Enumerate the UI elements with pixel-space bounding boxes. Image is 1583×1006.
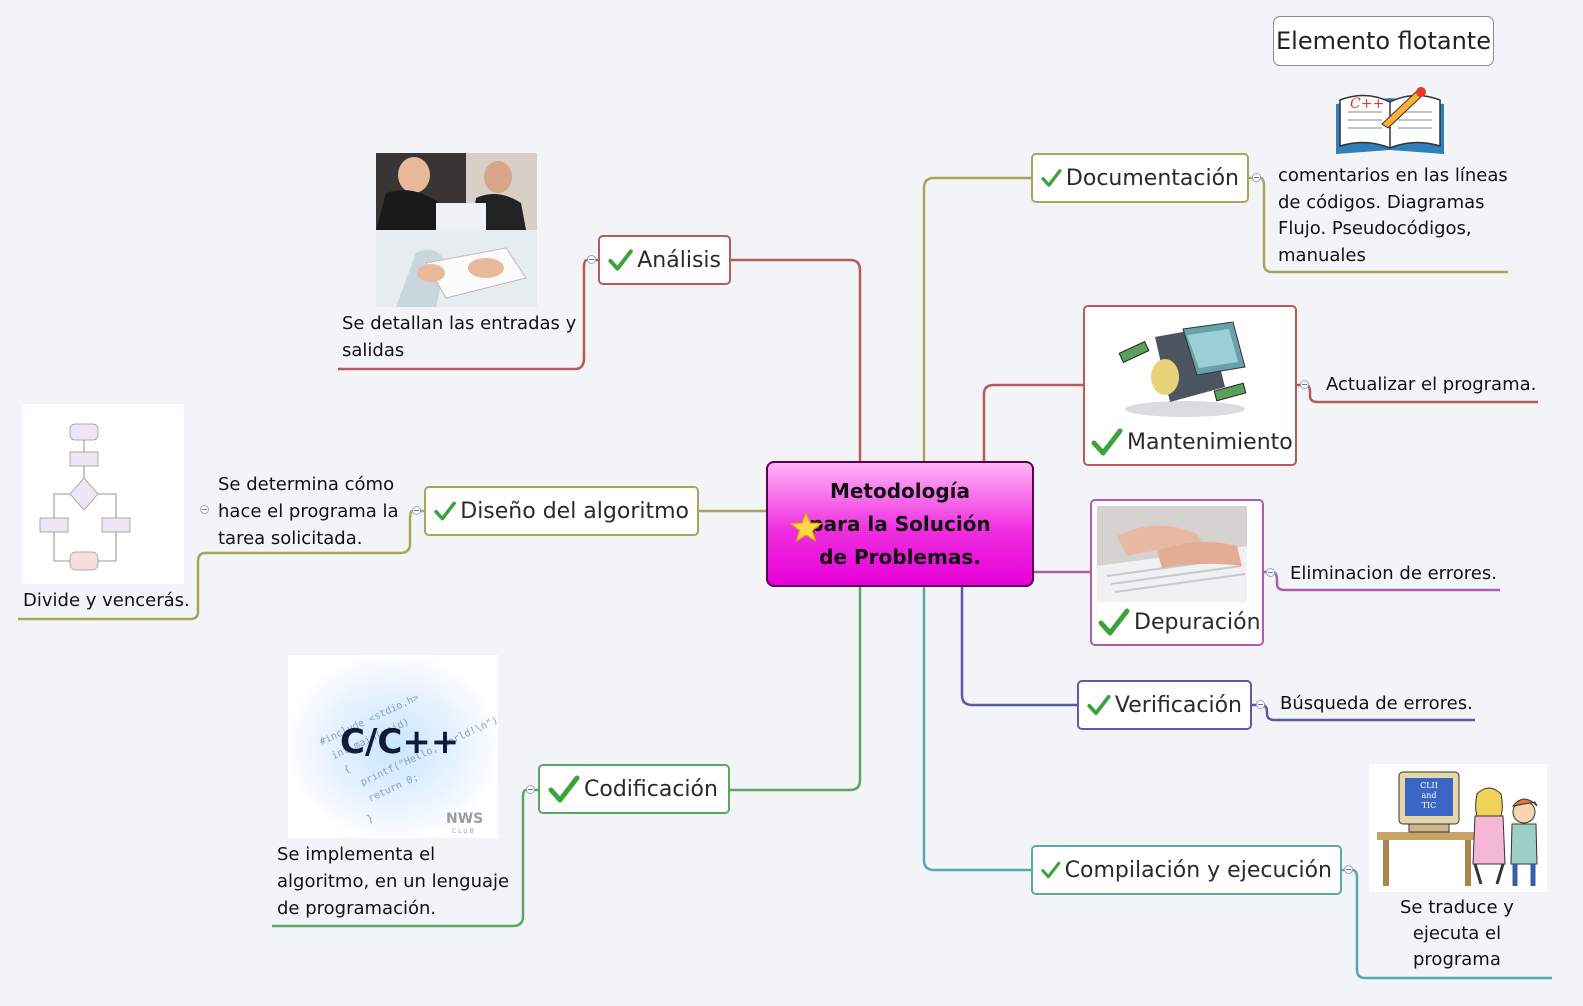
check-icon	[1098, 608, 1130, 636]
check-icon	[1087, 694, 1111, 716]
floating-topic[interactable]: Elemento flotante	[1273, 16, 1494, 66]
topic-analisis[interactable]: Análisis	[598, 235, 731, 285]
compilacion-description: Se traduce y ejecuta el programa	[1400, 897, 1514, 970]
topic-documentacion[interactable]: Documentación	[1031, 153, 1249, 203]
topic-label: Codificación	[584, 776, 718, 802]
depuracion-label-row: Depuración	[1098, 606, 1261, 638]
check-icon	[608, 249, 633, 271]
computer-hardware-image	[1118, 321, 1247, 417]
topic-verificacion[interactable]: Verificación	[1077, 680, 1252, 730]
topic-diseno-del-algoritmo[interactable]: Diseño del algoritmo	[424, 486, 699, 536]
cpp-logo-title: C/C++	[340, 722, 459, 762]
topic-label: Diseño del algoritmo	[460, 498, 689, 524]
topic-label: Verificación	[1114, 692, 1242, 718]
topic-label: Depuración	[1134, 609, 1261, 635]
topic-label: Documentación	[1065, 165, 1239, 191]
star-icon	[790, 511, 822, 543]
book-title: C++	[1350, 96, 1384, 112]
collapse-icon[interactable]	[587, 255, 596, 264]
central-topic-title: Metodología para la Solución de Problema…	[809, 478, 991, 569]
documentacion-description: comentarios en las líneas de códigos. Di…	[1278, 165, 1508, 266]
typing-keyboard-image	[1097, 506, 1247, 602]
codificacion-description: Se implementa el algoritmo, en un lengua…	[277, 844, 510, 919]
diseno-description: Se determina cómo hace el programa la ta…	[218, 474, 399, 549]
check-icon	[1041, 169, 1062, 187]
collapse-icon[interactable]	[526, 785, 535, 794]
check-icon	[548, 775, 580, 803]
analisis-description: Se detallan las entradas y salidas	[342, 313, 577, 361]
code-line: {	[342, 764, 352, 777]
collapse-icon[interactable]	[1252, 173, 1261, 182]
mantenimiento-description: Actualizar el programa.	[1326, 374, 1537, 395]
collapse-icon[interactable]	[200, 505, 209, 514]
depuracion-description: Eliminacion de errores.	[1290, 563, 1497, 584]
collapse-icon[interactable]	[1300, 380, 1309, 389]
collapse-icon[interactable]	[412, 506, 421, 515]
check-icon	[1041, 861, 1061, 879]
nws-brand-sub: CLUB	[452, 828, 476, 835]
flowchart-image	[22, 404, 184, 584]
business-meeting-photo	[376, 153, 537, 307]
code-line: }	[365, 813, 375, 826]
collapse-icon[interactable]	[1256, 700, 1265, 709]
collapse-icon[interactable]	[1266, 568, 1275, 577]
nws-brand: NWS	[446, 811, 483, 827]
topic-compilacion-y-ejecucion[interactable]: Compilación y ejecución	[1031, 845, 1342, 895]
topic-mantenimiento[interactable]: Mantenimiento	[1083, 305, 1297, 466]
check-icon	[434, 501, 456, 521]
diseno-subtopic: Divide y vencerás.	[23, 590, 190, 611]
topic-label: Compilación y ejecución	[1064, 857, 1332, 883]
cpp-book-image: C++	[1332, 84, 1448, 158]
cpp-logo-image: #include <stdio.h> int main(void) { prin…	[288, 655, 498, 838]
check-icon	[1091, 428, 1123, 456]
central-topic[interactable]: Metodología para la Solución de Problema…	[766, 461, 1034, 587]
collapse-icon[interactable]	[1344, 865, 1353, 874]
topic-label: Análisis	[637, 247, 721, 273]
floating-topic-label: Elemento flotante	[1276, 27, 1491, 55]
verificacion-description: Búsqueda de errores.	[1280, 693, 1473, 714]
topic-label: Mantenimiento	[1127, 429, 1293, 455]
mantenimiento-label-row: Mantenimiento	[1091, 426, 1293, 458]
topic-depuracion[interactable]: Depuración	[1090, 499, 1264, 646]
topic-codificacion[interactable]: Codificación	[538, 764, 730, 814]
